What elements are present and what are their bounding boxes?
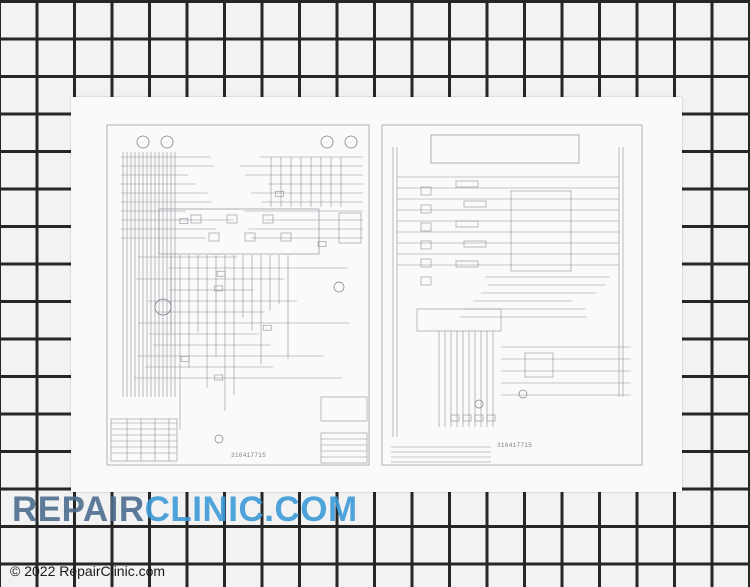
component-box (226, 214, 238, 224)
component-box (420, 186, 432, 196)
component-box (216, 270, 226, 277)
component-box (420, 240, 432, 250)
logo-part-clinic: CLINIC.COM (144, 490, 358, 529)
right-touch-panel-box (430, 134, 580, 164)
component-box (280, 232, 292, 242)
component-box (474, 414, 484, 422)
component-box (275, 190, 284, 197)
component-box (450, 414, 460, 422)
component-box (244, 232, 256, 242)
component-box (420, 258, 432, 268)
component-box (455, 220, 479, 228)
component-box (179, 218, 189, 224)
component-box (463, 240, 487, 248)
component-box (214, 374, 224, 381)
component-box (420, 276, 432, 286)
left-wiring (111, 152, 367, 461)
right-oven-control-box (416, 308, 502, 332)
right-burner-switch-icon-2 (344, 135, 358, 149)
repairclinic-logo: REPAIRCLINIC.COM (12, 490, 358, 530)
left-color-code-table (320, 432, 368, 464)
right-burner-switch-icon (320, 135, 334, 149)
left-relay-box (338, 212, 362, 244)
component-box (463, 200, 487, 208)
right-panel-border (381, 124, 643, 466)
copyright-text: © 2022 RepairClinic.com (10, 563, 166, 579)
left-warning-box (320, 396, 368, 422)
component-box (317, 241, 327, 247)
right-surface-unit-board (510, 190, 572, 272)
left-connector-table (110, 418, 178, 462)
component-box (180, 356, 190, 362)
wiring-diagram-svg (106, 124, 643, 466)
left-diagram-serial: 316417715 (231, 452, 267, 459)
left-panel-border (106, 124, 370, 466)
wiring-diagram-sheet: 316417715 316417715 (71, 97, 682, 492)
right-terminal-icon-2 (518, 389, 528, 399)
right-terminal-icon (474, 399, 484, 409)
logo-part-repair: REPAIR (12, 490, 145, 529)
component-box (455, 260, 479, 268)
lamp-icon (333, 281, 345, 293)
component-box (214, 285, 223, 292)
fan-motor-icon (154, 298, 172, 316)
component-box (190, 214, 202, 224)
left-burner-switch-icon (136, 135, 150, 149)
component-box (420, 204, 432, 214)
terminal-icon (214, 434, 224, 444)
left-burner-switch-icon-2 (160, 135, 174, 149)
left-control-board-box (158, 208, 320, 255)
component-box (262, 324, 272, 331)
component-box (462, 414, 472, 422)
component-box (262, 214, 274, 224)
component-box (455, 180, 479, 188)
right-temperature-box (524, 352, 554, 378)
component-box (486, 414, 496, 422)
component-box (420, 222, 432, 232)
right-diagram-serial: 316417715 (497, 442, 533, 449)
component-box (208, 232, 220, 242)
